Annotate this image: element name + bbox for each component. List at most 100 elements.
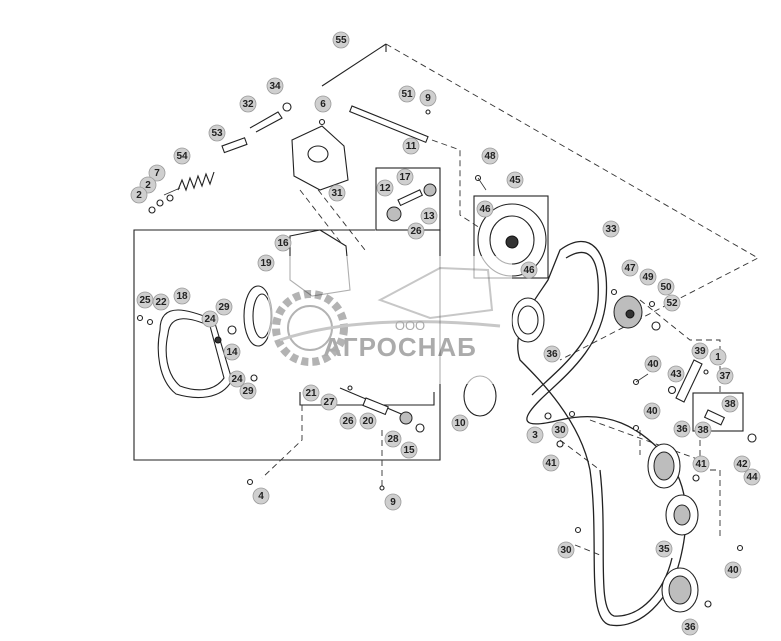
- pulley-45-hub: [505, 235, 519, 249]
- callout-46: 46: [476, 200, 494, 218]
- alignment-line: [385, 43, 759, 361]
- callout-32: 32: [239, 95, 257, 113]
- callout-label: 45: [509, 175, 521, 186]
- bracket-32: [249, 111, 283, 133]
- callout-40: 40: [724, 561, 742, 579]
- washer-15: [415, 423, 425, 433]
- callout-label: 36: [546, 349, 558, 360]
- callout-label: 42: [736, 459, 748, 470]
- spring-54: [163, 171, 215, 196]
- nut-41b: [556, 440, 564, 448]
- callout-label: 43: [670, 369, 682, 380]
- callout-29: 29: [239, 382, 257, 400]
- alignment-line: [559, 439, 601, 471]
- callout-31: 31: [328, 184, 346, 202]
- callout-48: 48: [481, 147, 499, 165]
- callout-28: 28: [384, 430, 402, 448]
- rod-55: [321, 43, 387, 87]
- nut-bottom: [704, 600, 712, 608]
- callout-label: 30: [560, 545, 572, 556]
- callout-26: 26: [339, 412, 357, 430]
- callout-label: 24: [231, 374, 243, 385]
- callout-label: 21: [305, 388, 317, 399]
- callout-49: 49: [639, 268, 657, 286]
- callout-7: 7: [148, 164, 166, 182]
- alignment-line: [699, 430, 721, 540]
- callout-4: 4: [252, 487, 270, 505]
- callout-12: 12: [376, 179, 394, 197]
- callout-33: 33: [602, 220, 620, 238]
- callout-label: 30: [554, 425, 566, 436]
- callout-30: 30: [551, 421, 569, 439]
- callout-label: 52: [666, 298, 678, 309]
- callout-label: 17: [399, 172, 411, 183]
- bolt-4: [246, 478, 254, 486]
- callout-36: 36: [681, 618, 699, 636]
- callout-55: 55: [332, 31, 350, 49]
- callout-27: 27: [320, 393, 338, 411]
- pulley-36-right-ring: [653, 451, 675, 481]
- nut-24: [214, 336, 222, 344]
- nut-34: [282, 102, 292, 112]
- callout-label: 54: [176, 151, 188, 162]
- callout-16: 16: [274, 234, 292, 252]
- pulley-35-ring: [673, 504, 691, 526]
- frame-detail-38: [692, 392, 744, 432]
- callout-36: 36: [543, 345, 561, 363]
- screw-6: [318, 118, 326, 126]
- callout-43: 43: [667, 365, 685, 383]
- callout-label: 32: [242, 99, 254, 110]
- callout-51: 51: [398, 85, 416, 103]
- callout-label: 18: [176, 291, 188, 302]
- callout-40: 40: [643, 402, 661, 420]
- callout-label: 4: [258, 491, 264, 502]
- callout-52: 52: [663, 294, 681, 312]
- callout-label: 36: [676, 424, 688, 435]
- callout-label: 46: [479, 204, 491, 215]
- key-27: [347, 385, 353, 391]
- callout-label: 19: [260, 258, 272, 269]
- callout-label: 2: [145, 180, 151, 191]
- callout-label: 35: [658, 544, 670, 555]
- callout-40: 40: [644, 355, 662, 373]
- callout-38: 38: [721, 395, 739, 413]
- nut-52: [651, 321, 661, 331]
- pulley-36-bottom-ring: [668, 575, 692, 605]
- callout-label: 22: [155, 297, 167, 308]
- washer-42: [747, 433, 757, 443]
- screw-47: [610, 288, 618, 296]
- callout-label: 53: [211, 128, 223, 139]
- washer-43: [667, 385, 677, 395]
- washer-50: [648, 300, 656, 308]
- bushing-38: [703, 409, 726, 426]
- callout-label: 31: [331, 188, 343, 199]
- callout-1: 1: [709, 348, 727, 366]
- callout-label: 10: [454, 418, 466, 429]
- callout-11: 11: [402, 137, 420, 155]
- callout-label: 15: [403, 445, 415, 456]
- washer-2: [148, 206, 156, 214]
- washer-7: [166, 194, 174, 202]
- bolt-40-right: [736, 544, 744, 552]
- callout-label: 44: [746, 472, 758, 483]
- callout-label: 9: [390, 497, 396, 508]
- callout-47: 47: [621, 259, 639, 277]
- callout-label: 37: [719, 371, 731, 382]
- callout-13: 13: [420, 207, 438, 225]
- callout-label: 50: [660, 282, 672, 293]
- callout-2: 2: [130, 186, 148, 204]
- pin-53: [221, 137, 248, 154]
- lever-39: [675, 359, 703, 403]
- callout-label: 55: [335, 35, 347, 46]
- screw-25: [136, 314, 144, 322]
- callout-label: 14: [226, 347, 238, 358]
- callout-label: 48: [484, 151, 496, 162]
- callout-label: 40: [647, 359, 659, 370]
- callout-label: 26: [342, 416, 354, 427]
- washer-22: [146, 318, 154, 326]
- callout-label: 40: [646, 406, 658, 417]
- callout-35: 35: [655, 540, 673, 558]
- alignment-line: [574, 544, 601, 556]
- callout-label: 1: [715, 352, 721, 363]
